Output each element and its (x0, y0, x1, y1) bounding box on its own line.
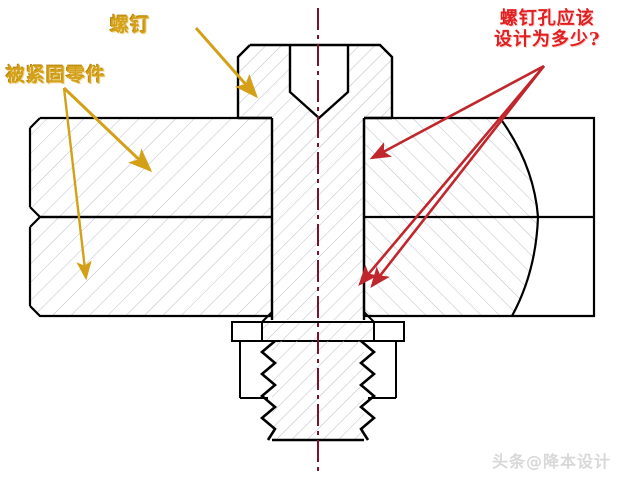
gold-leaders (62, 27, 258, 281)
right-plate-upper-hatch (364, 118, 538, 217)
hole-arrow-lower-line (370, 65, 546, 289)
clamped-lower-leader-line (62, 87, 92, 281)
label-question: 螺钉孔应该 设计为多少? (494, 8, 601, 50)
hole-arrow-upper-line (369, 64, 545, 160)
flange-outline (231, 321, 405, 342)
left-clamped-body (28, 116, 272, 318)
left-plate-upper-outline (28, 116, 272, 219)
hole-arrow-shank-line (358, 65, 545, 286)
shank-flange-chamfer-left (261, 311, 273, 323)
label-clamped-parts: 被紧固零件 (6, 64, 107, 86)
left-plate-upper (30, 118, 272, 217)
screw-leader-line (194, 27, 258, 99)
thread-core-fill (272, 341, 364, 440)
left-plate-lower-outline (28, 215, 272, 318)
thread-profile-right (358, 340, 377, 441)
thread-profile-left (259, 340, 278, 441)
right-plate-lower-hatch (364, 217, 538, 316)
question-line-1: 螺钉孔应该 (499, 8, 595, 29)
red-leaders (358, 64, 546, 289)
label-screw: 螺钉 (110, 14, 151, 36)
shank-flange-chamfer-right (363, 311, 375, 323)
flange-center-fill (262, 322, 374, 341)
left-plate-lower (30, 217, 272, 316)
watermark: 头条@降本设计 (492, 452, 612, 471)
break-curve (499, 117, 540, 317)
clamped-upper-leader-line (62, 86, 153, 173)
question-line-2: 设计为多少? (494, 29, 601, 51)
screw (231, 43, 405, 442)
